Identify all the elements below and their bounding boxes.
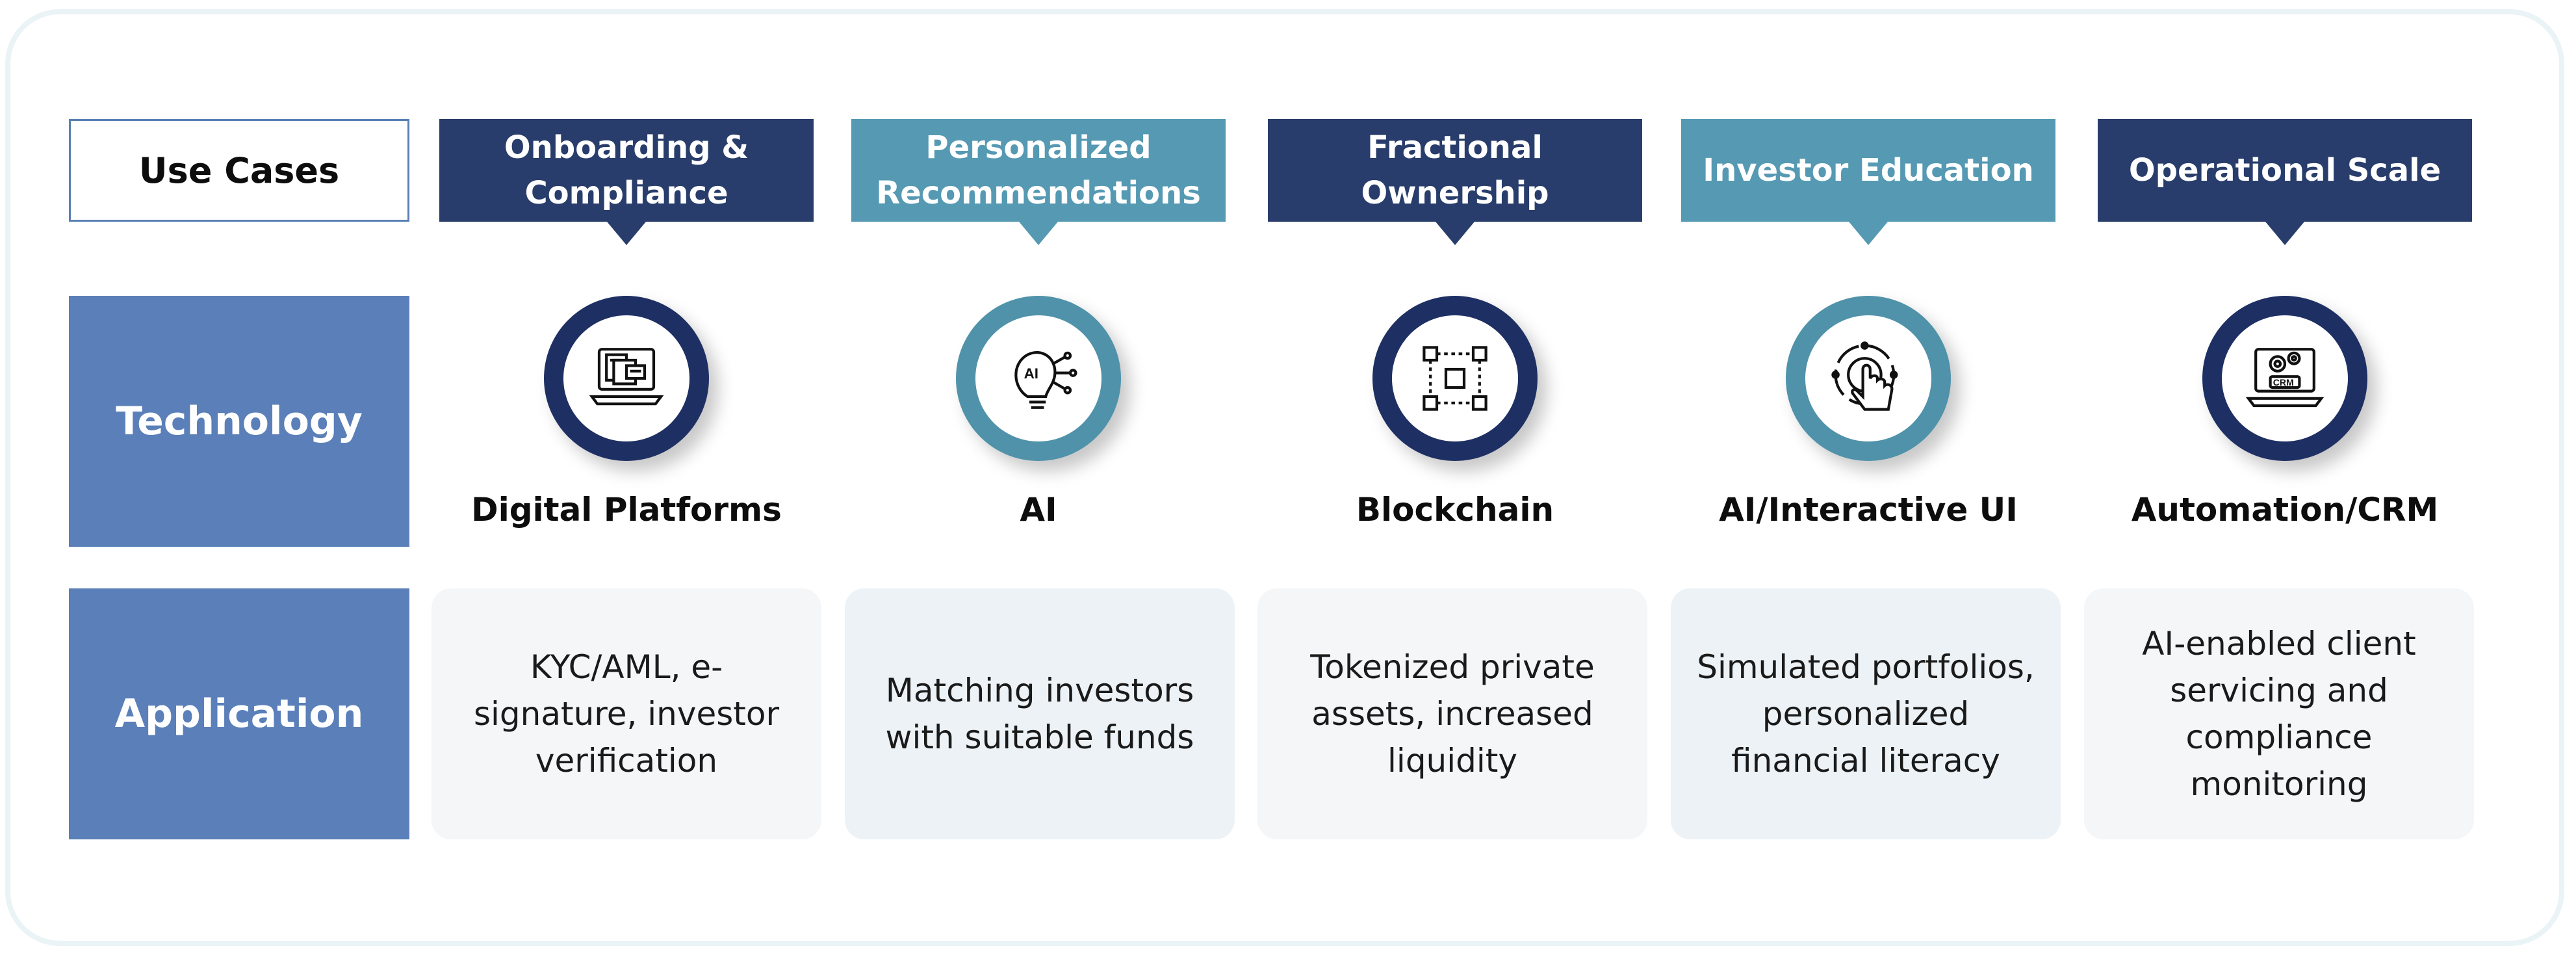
banner-line: Operational Scale: [2128, 152, 2441, 189]
blockchain-cubes-icon: [1372, 296, 1538, 461]
svg-text:AI: AI: [1024, 365, 1038, 382]
banner-line: Onboarding &: [504, 129, 749, 166]
technology-name: Digital Platforms: [471, 491, 782, 529]
use-case-banner-onboarding: Onboarding & Compliance: [439, 119, 814, 245]
application-card: Matching investors with suitable funds: [845, 588, 1235, 839]
application-text: Matching investors with suitable funds: [885, 672, 1194, 756]
crm-gear-laptop-icon: CRM: [2202, 296, 2367, 461]
technology-name: AI/Interactive UI: [1719, 491, 2018, 529]
row-label-use-cases: Use Cases: [69, 119, 409, 222]
use-case-banner-operational-scale: Operational Scale: [2098, 119, 2472, 245]
technology-name: Blockchain: [1356, 491, 1554, 529]
application-card: Simulated portfolios, personalized finan…: [1671, 588, 2061, 839]
technology-name: Automation/CRM: [2131, 491, 2439, 529]
application-card: Tokenized private assets, increased liqu…: [1257, 588, 1647, 839]
banner-line: Investor Education: [1703, 152, 2034, 189]
touch-interface-icon: [1786, 296, 1951, 461]
application-card: KYC/AML, e-signature, investor verificat…: [431, 588, 821, 839]
banner-line: Compliance: [524, 175, 728, 211]
banner-line: Personalized: [925, 129, 1152, 166]
row-label-technology: Technology: [69, 296, 409, 547]
application-text: AI-enabled client servicing and complian…: [2142, 625, 2416, 803]
ai-lightbulb-icon: AI: [956, 296, 1121, 461]
use-case-banner-personalized: Personalized Recommendations: [851, 119, 1226, 245]
banner-line: Recommendations: [876, 175, 1201, 211]
banner-line: Fractional: [1367, 129, 1543, 166]
application-card: AI-enabled client servicing and complian…: [2084, 588, 2474, 839]
application-text: Tokenized private assets, increased liqu…: [1310, 648, 1595, 780]
application-text: Simulated portfolios, personalized finan…: [1697, 648, 2035, 780]
technology-name: AI: [1020, 491, 1057, 529]
application-text: KYC/AML, e-signature, investor verificat…: [473, 648, 780, 780]
row-label-application: Application: [69, 588, 409, 839]
use-case-banner-fractional: Fractional Ownership: [1268, 119, 1642, 245]
svg-text:CRM: CRM: [2273, 377, 2294, 388]
use-case-banner-investor-education: Investor Education: [1681, 119, 2055, 245]
banner-line: Ownership: [1361, 175, 1549, 211]
laptop-documents-icon: [544, 296, 709, 461]
